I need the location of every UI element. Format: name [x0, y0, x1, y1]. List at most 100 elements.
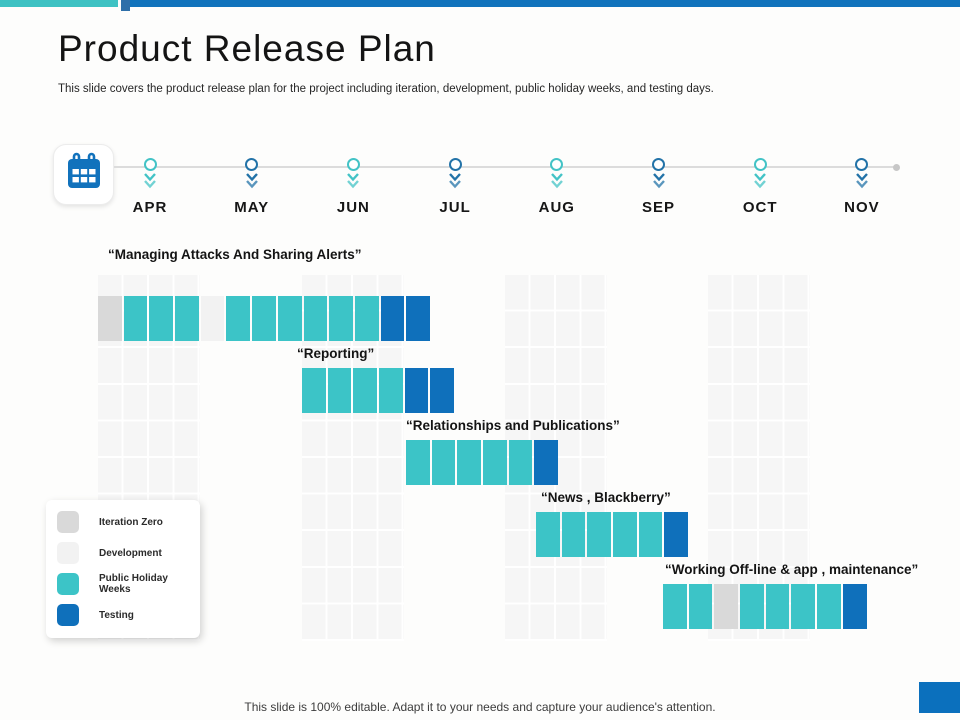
gantt-cell-public-holiday-weeks	[765, 584, 790, 629]
gantt-cell-public-holiday-weeks	[175, 296, 199, 341]
legend-label: Public Holiday Weeks	[99, 573, 168, 595]
gantt-cell-public-holiday-weeks	[302, 368, 326, 413]
gantt-cell-public-holiday-weeks	[457, 440, 482, 485]
page-title: Product Release Plan	[58, 28, 436, 69]
legend-item: Testing	[57, 604, 200, 626]
timeline-line	[114, 166, 894, 168]
page-subtitle: This slide covers the product release pl…	[58, 83, 714, 95]
gantt-row-label: “News , Blackberry”	[541, 490, 671, 505]
gantt-cell-testing	[430, 368, 455, 413]
calendar-icon	[63, 151, 105, 198]
gantt-bar-row	[536, 512, 690, 557]
gantt-cell-testing	[406, 296, 430, 341]
month-label: JUL	[439, 199, 471, 216]
gantt-bar-row	[406, 440, 560, 485]
month-marker-may: MAY	[212, 158, 292, 216]
month-label: OCT	[742, 199, 778, 216]
gantt-cell-testing	[534, 440, 559, 485]
gantt-cell-public-holiday-weeks	[354, 296, 379, 341]
gantt-cell-public-holiday-weeks	[483, 440, 507, 485]
gantt-cell-public-holiday-weeks	[587, 512, 612, 557]
gantt-cell-public-holiday-weeks	[431, 440, 456, 485]
gantt-cell-public-holiday-weeks	[329, 296, 353, 341]
legend-label: Iteration Zero	[99, 516, 163, 528]
legend-swatch-public-holiday-weeks	[57, 573, 79, 595]
gantt-row-label: “Working Off-line & app , maintenance”	[665, 562, 919, 577]
gantt-cell-public-holiday-weeks	[277, 296, 302, 341]
calendar-card	[53, 144, 114, 205]
gantt-cell-iteration-zero	[714, 584, 739, 629]
month-label: NOV	[844, 199, 880, 216]
month-label: APR	[132, 199, 168, 216]
month-marker-aug: AUG	[517, 158, 597, 216]
gantt-cell-public-holiday-weeks	[561, 512, 586, 557]
gantt-cell-public-holiday-weeks	[379, 368, 403, 413]
month-circle-icon	[143, 158, 157, 171]
gantt-cell-public-holiday-weeks	[638, 512, 663, 557]
month-marker-apr: APR	[110, 158, 190, 216]
gantt-cell-public-holiday-weeks	[613, 512, 637, 557]
month-circle-icon	[652, 158, 665, 171]
legend-item: Iteration Zero	[57, 511, 200, 533]
footer-note: This slide is 100% editable. Adapt it to…	[244, 700, 716, 714]
gantt-cell-public-holiday-weeks	[740, 584, 764, 629]
double-chevron-down-icon	[854, 172, 870, 189]
month-label: JUN	[336, 199, 370, 216]
legend-swatch-iteration-zero	[57, 511, 79, 533]
month-label: SEP	[641, 199, 675, 216]
double-chevron-down-icon	[447, 172, 463, 189]
gantt-cell-testing	[842, 584, 867, 629]
month-marker-oct: OCT	[720, 158, 800, 216]
month-marker-nov: NOV	[822, 158, 902, 216]
legend-item: Public Holiday Weeks	[57, 573, 200, 595]
timeline-end-dot	[893, 164, 900, 171]
legend-label: Development	[99, 547, 162, 559]
month-circle-icon	[855, 158, 869, 171]
gantt-cell-public-holiday-weeks	[406, 440, 430, 485]
month-marker-sep: SEP	[619, 158, 699, 216]
gantt-cell-public-holiday-weeks	[663, 584, 687, 629]
gantt-bar-row	[98, 296, 432, 341]
gantt-cell-public-holiday-weeks	[353, 368, 378, 413]
top-accent-bar-teal	[0, 0, 118, 7]
legend-item: Development	[57, 542, 200, 564]
gantt-cell-public-holiday-weeks	[226, 296, 251, 341]
gantt-cell-iteration-zero	[98, 296, 122, 341]
gantt-bar-row	[302, 368, 456, 413]
double-chevron-down-icon	[244, 172, 260, 189]
gantt-cell-testing	[380, 296, 405, 341]
gantt-cell-testing	[404, 368, 429, 413]
legend-swatch-testing	[57, 604, 79, 626]
gantt-row-label: “Reporting”	[297, 346, 375, 361]
gantt-cell-public-holiday-weeks	[508, 440, 533, 485]
month-circle-icon	[346, 158, 360, 171]
month-circle-icon	[550, 158, 564, 171]
gantt-cell-development	[200, 296, 225, 341]
double-chevron-down-icon	[651, 172, 667, 189]
gantt-row-label: “Relationships and Publications”	[406, 418, 620, 433]
gantt-bar-row	[663, 584, 869, 629]
month-marker-jun: JUN	[313, 158, 393, 216]
gantt-cell-public-holiday-weeks	[303, 296, 328, 341]
month-label: AUG	[538, 199, 575, 216]
gantt-cell-testing	[664, 512, 689, 557]
gantt-cell-public-holiday-weeks	[688, 584, 713, 629]
gantt-cell-public-holiday-weeks	[123, 296, 148, 341]
month-marker-jul: JUL	[415, 158, 495, 216]
gantt-cell-public-holiday-weeks	[252, 296, 276, 341]
month-label: MAY	[234, 199, 270, 216]
gantt-cell-public-holiday-weeks	[327, 368, 352, 413]
month-circle-icon	[753, 158, 767, 171]
gantt-cell-public-holiday-weeks	[791, 584, 816, 629]
double-chevron-down-icon	[752, 172, 768, 189]
gantt-row-label: “Managing Attacks And Sharing Alerts”	[108, 247, 362, 262]
month-circle-icon	[448, 158, 462, 171]
legend-label: Testing	[99, 609, 134, 621]
double-chevron-down-icon	[549, 172, 565, 189]
month-grid-band	[708, 275, 810, 641]
double-chevron-down-icon	[142, 172, 158, 189]
legend-swatch-development	[57, 542, 79, 564]
gantt-cell-public-holiday-weeks	[149, 296, 174, 341]
